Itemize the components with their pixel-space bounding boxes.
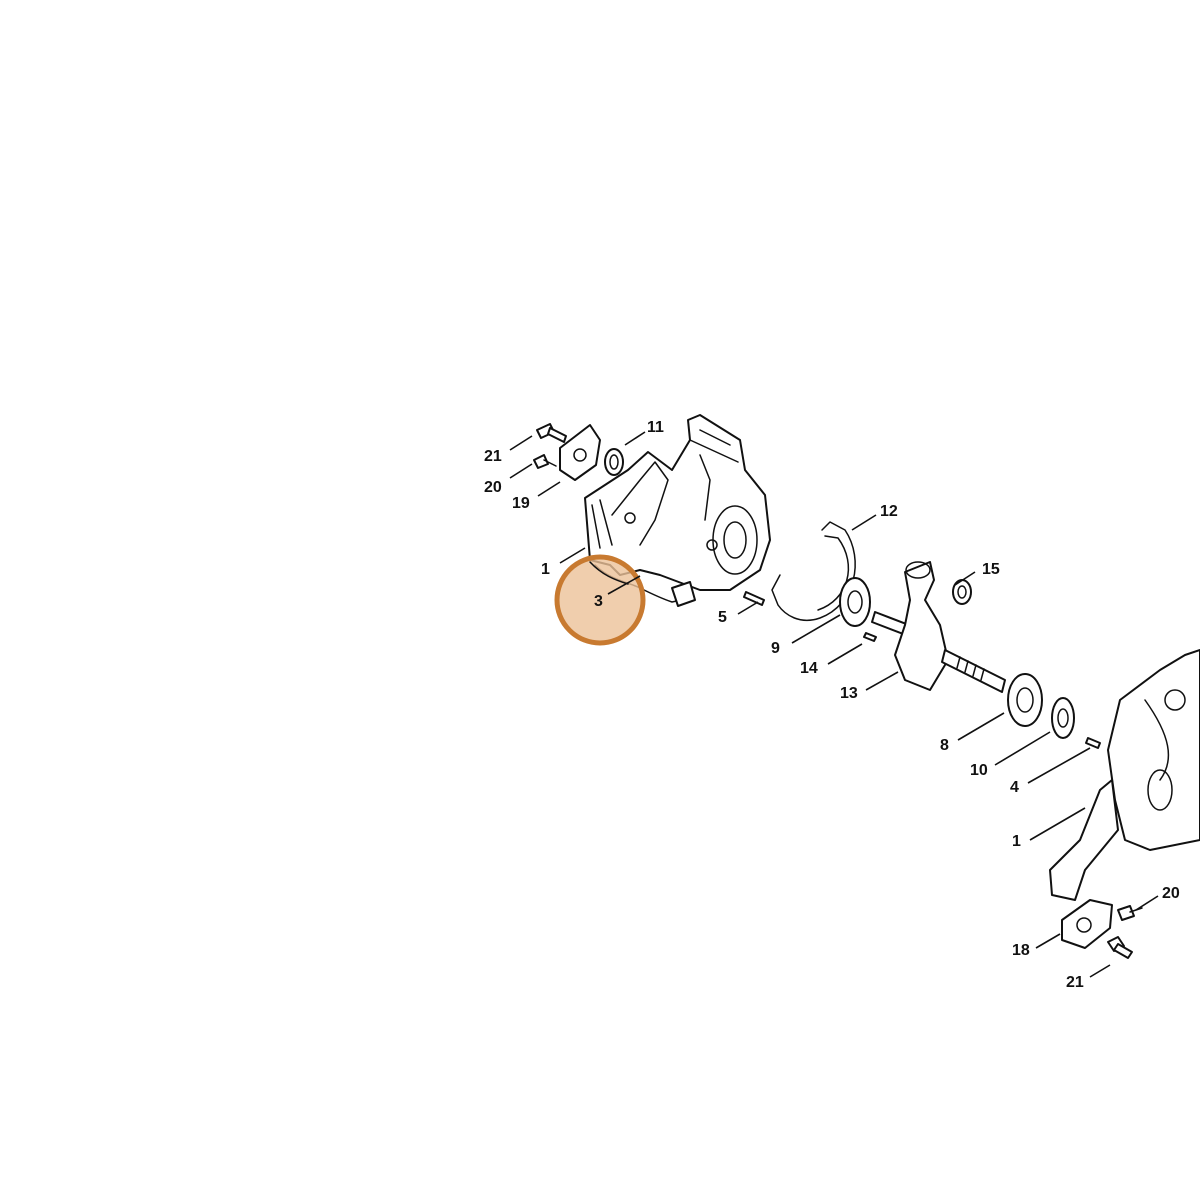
callout-11: 11 [647, 419, 664, 436]
callout-18: 18 [1012, 942, 1030, 959]
plate-18-drawing [1061, 899, 1113, 949]
callout-4: 4 [1010, 779, 1019, 796]
callout-15: 15 [982, 561, 1000, 578]
callout-19: 19 [512, 495, 530, 512]
screw-20-top-drawing [533, 454, 557, 469]
callout-9: 9 [771, 640, 780, 657]
callout-1-left: 1 [541, 561, 550, 578]
callout-1-right: 1 [1012, 833, 1021, 850]
callout-21-top: 21 [484, 448, 502, 465]
callout-3: 3 [594, 593, 603, 610]
callout-13: 13 [840, 685, 858, 702]
seal-10-drawing [1051, 697, 1075, 739]
callout-8: 8 [940, 737, 949, 754]
bearing-9-drawing [839, 577, 871, 627]
highlight-callout-3[interactable]: 3 [554, 554, 646, 646]
callout-5: 5 [718, 609, 727, 626]
pin-5-drawing [743, 591, 765, 606]
pin-4-drawing [1085, 737, 1101, 749]
callout-20-top: 20 [484, 479, 502, 496]
plate-19-drawing [559, 424, 601, 481]
callout-21-bottom: 21 [1066, 974, 1084, 991]
leader-lines [509, 431, 1159, 978]
screw-21-top-drawing [536, 423, 567, 443]
callout-labels: 21 20 19 11 12 1 5 15 9 14 13 8 10 4 1 2… [484, 419, 1180, 991]
needle-cage-15-drawing [952, 579, 972, 605]
bearing-8-drawing [1007, 673, 1043, 727]
callout-12: 12 [880, 503, 898, 520]
highlight-circle[interactable] [554, 554, 646, 646]
crankcase-right-drawing [1049, 649, 1200, 901]
callout-14: 14 [800, 660, 818, 677]
pin-14-drawing [863, 632, 877, 642]
screw-21-bottom-drawing [1107, 936, 1133, 959]
seal-11-drawing [604, 448, 624, 476]
crankshaft-13-drawing [871, 561, 1006, 693]
callout-10: 10 [970, 762, 988, 779]
gasket-12-drawing [771, 521, 856, 622]
callout-20-bottom: 20 [1162, 885, 1180, 902]
